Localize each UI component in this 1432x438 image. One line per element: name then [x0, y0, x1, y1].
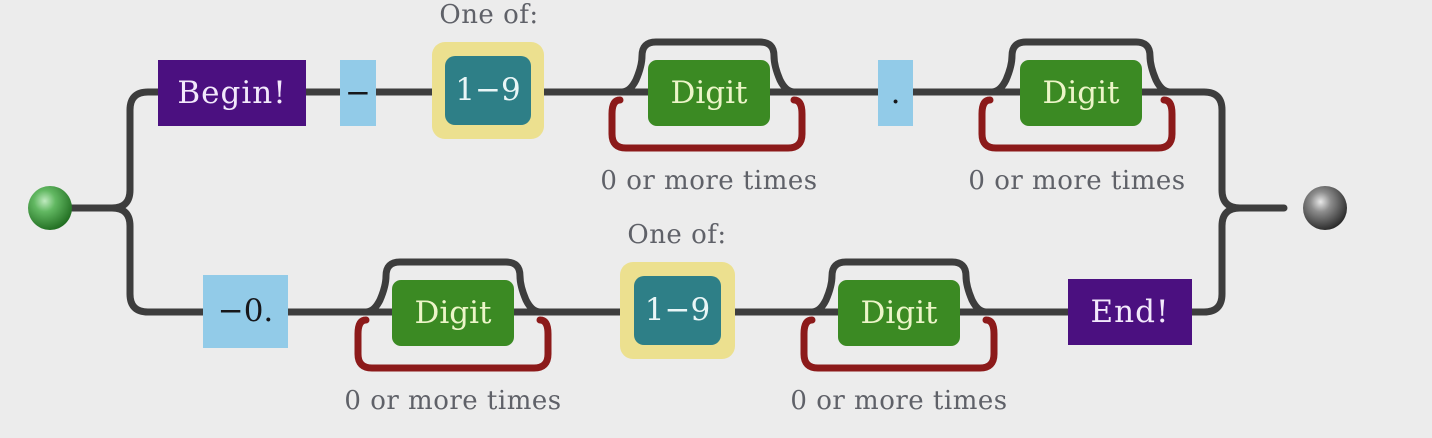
end-node — [1303, 186, 1347, 230]
wire-bot-digit2-skip-arc — [808, 258, 990, 316]
node-begin-label: Begin! — [177, 74, 287, 111]
caption-one-of-bottom: One of: — [627, 220, 727, 250]
caption-repeat-top-2: 0 or more times — [968, 166, 1186, 196]
node-digit-bot-2[interactable]: Digit — [838, 280, 960, 346]
wire-top-digit1-skip-arc — [618, 38, 798, 96]
caption-repeat-bot-2: 0 or more times — [790, 386, 1008, 416]
node-minus-zero-dot-literal[interactable]: −0. — [203, 275, 288, 348]
group-one-of-bottom: 1−9 — [620, 262, 735, 359]
node-one-to-nine-bottom-label: 1−9 — [644, 292, 711, 328]
node-end[interactable]: End! — [1068, 279, 1192, 345]
node-digit-top-2[interactable]: Digit — [1020, 60, 1142, 126]
node-begin[interactable]: Begin! — [158, 60, 306, 126]
node-dot-label: . — [890, 74, 901, 111]
node-minus-zero-dot-label: −0. — [217, 293, 274, 329]
node-digit-bot-1[interactable]: Digit — [392, 280, 514, 346]
wire-fork-up — [106, 88, 162, 212]
wire-fork-down — [106, 204, 209, 316]
node-one-to-nine-bottom[interactable]: 1−9 — [634, 276, 721, 345]
loop-top-digit1 — [608, 96, 806, 152]
node-minus-label: − — [345, 74, 371, 111]
node-digit-bot-2-label: Digit — [860, 294, 938, 331]
start-node — [28, 186, 72, 230]
node-one-to-nine-top[interactable]: 1−9 — [445, 56, 531, 125]
node-digit-bot-1-label: Digit — [414, 294, 492, 331]
node-digit-top-1[interactable]: Digit — [648, 60, 770, 126]
caption-one-of-top: One of: — [439, 0, 539, 30]
node-minus-literal[interactable]: − — [340, 60, 376, 126]
loop-bot-digit1 — [354, 316, 552, 372]
wire-top-digit2-skip-arc — [988, 38, 1174, 96]
loop-bot-digit2 — [800, 316, 998, 372]
node-one-to-nine-top-label: 1−9 — [455, 72, 521, 108]
caption-repeat-top-1: 0 or more times — [600, 166, 818, 196]
loop-top-digit2 — [978, 96, 1176, 152]
node-end-label: End! — [1090, 293, 1170, 330]
node-digit-top-1-label: Digit — [670, 74, 748, 111]
node-digit-top-2-label: Digit — [1042, 74, 1120, 111]
group-one-of-top: 1−9 — [432, 42, 544, 139]
wire-bot-digit1-skip-arc — [362, 258, 544, 316]
caption-repeat-bot-1: 0 or more times — [344, 386, 562, 416]
wire-merge-down — [1188, 204, 1244, 316]
node-dot-literal[interactable]: . — [878, 60, 913, 126]
